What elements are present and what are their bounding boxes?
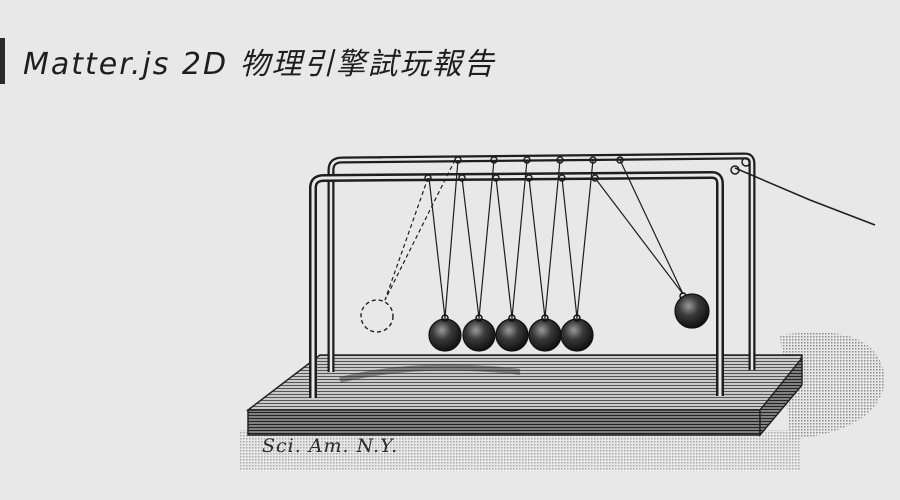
title-bar: Matter.js 2D 物理引擎試玩報告 <box>0 38 496 84</box>
resting-balls <box>428 159 594 352</box>
illustration-credit: Sci. Am. N.Y. <box>262 435 399 457</box>
ghost-ball-left <box>360 159 456 333</box>
raised-ball-right <box>594 159 710 329</box>
rail-hooks <box>424 156 624 182</box>
title-accent-bar <box>0 38 5 84</box>
page-title: Matter.js 2D 物理引擎試玩報告 <box>23 47 496 82</box>
halftone-shadow <box>240 332 885 470</box>
frame <box>309 152 876 398</box>
wooden-base <box>245 354 803 438</box>
